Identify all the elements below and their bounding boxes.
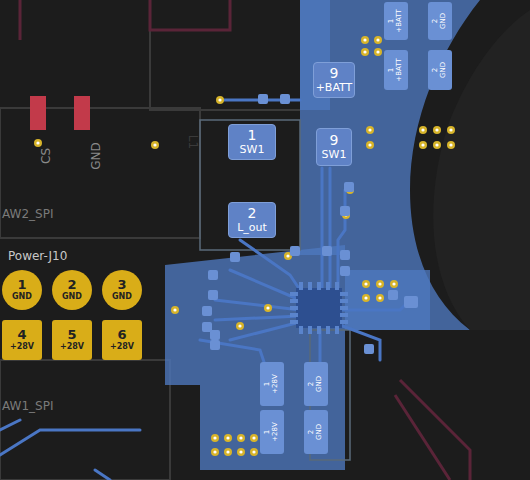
- component-outlines: [200, 120, 350, 460]
- net-name: +28V: [10, 343, 34, 352]
- connector-pad: 2GND: [52, 270, 92, 310]
- net-name: GND: [440, 62, 448, 78]
- pad-number: 2: [308, 382, 316, 386]
- vias: [34, 36, 455, 456]
- silkscreen-text: CS: [40, 148, 52, 164]
- reference-designator: Power-J10: [8, 250, 67, 262]
- copper-traces: [0, 100, 410, 480]
- net-name: +BATT: [396, 9, 404, 32]
- net-name: GND: [62, 293, 82, 302]
- pad-number: 5: [67, 328, 76, 342]
- rotated-text: 1+28V: [264, 374, 279, 394]
- copper-zones: [165, 0, 530, 470]
- smd-pads: [30, 96, 90, 130]
- copper-pad: 1+28V: [260, 362, 284, 406]
- copper-pad: 1+BATT: [384, 2, 408, 40]
- pad-number: 2: [432, 68, 440, 72]
- silkscreen-text: GND: [90, 142, 102, 170]
- passive-pads: [202, 94, 418, 354]
- pad-number: 1: [388, 19, 396, 23]
- copper-pad: 9SW1: [316, 128, 352, 166]
- net-name: +28V: [272, 422, 280, 442]
- rotated-text: 1+28V: [264, 422, 279, 442]
- net-name: +28V: [110, 343, 134, 352]
- net-name: GND: [12, 293, 32, 302]
- pad-number: 2: [67, 278, 76, 292]
- connector-pad: 1GND: [2, 270, 42, 310]
- copper-pad: 2GND: [304, 362, 328, 406]
- rotated-text: 1+BATT: [388, 58, 403, 81]
- pad-number: 9: [330, 66, 339, 81]
- connector-pad: 6+28V: [102, 320, 142, 360]
- rotated-text: 2GND: [432, 13, 447, 29]
- silkscreen-text: L1: [187, 135, 199, 149]
- net-name: SW1: [240, 144, 265, 156]
- copper-pad: 2GND: [428, 50, 452, 90]
- net-name: +28V: [272, 374, 280, 394]
- rotated-text: 2GND: [308, 376, 323, 392]
- pad-number: 4: [17, 328, 26, 342]
- pad-number: 1: [264, 382, 272, 386]
- silkscreen-text: AW1_SPI: [2, 400, 53, 412]
- copper-pad: 2GND: [304, 410, 328, 454]
- copper-pad: 2L_out: [228, 202, 276, 238]
- rotated-text: 2GND: [308, 424, 323, 440]
- rotated-text: 1+BATT: [388, 9, 403, 32]
- ic-footprint: [290, 282, 348, 334]
- net-name: SW1: [322, 149, 347, 161]
- connector-pad: 4+28V: [2, 320, 42, 360]
- net-name: +BATT: [396, 58, 404, 81]
- pad-number: 1: [248, 128, 257, 143]
- net-name: L_out: [237, 222, 267, 234]
- silkscreen-text: AW2_SPI: [2, 208, 53, 220]
- pad-number: 2: [308, 430, 316, 434]
- connector-pad: 3GND: [102, 270, 142, 310]
- pad-number: 6: [117, 328, 126, 342]
- copper-pad: 9+BATT: [313, 62, 356, 98]
- connector-pad: 5+28V: [52, 320, 92, 360]
- pad-number: 1: [388, 68, 396, 72]
- net-name: +28V: [60, 343, 84, 352]
- pad-number: 3: [117, 278, 126, 292]
- net-name: GND: [112, 293, 132, 302]
- copper-pad: 2GND: [428, 2, 452, 40]
- copper-pad: 1+BATT: [384, 50, 408, 90]
- pad-number: 1: [264, 430, 272, 434]
- rotated-text: 2GND: [432, 62, 447, 78]
- net-name: GND: [316, 424, 324, 440]
- copper-pad: 1SW1: [228, 124, 276, 160]
- pad-number: 2: [248, 206, 257, 221]
- net-name: GND: [316, 376, 324, 392]
- net-name: +BATT: [316, 82, 353, 94]
- net-name: GND: [440, 13, 448, 29]
- pad-number: 1: [17, 278, 26, 292]
- pad-number: 2: [432, 19, 440, 23]
- pad-number: 9: [330, 133, 339, 148]
- copper-pad: 1+28V: [260, 410, 284, 454]
